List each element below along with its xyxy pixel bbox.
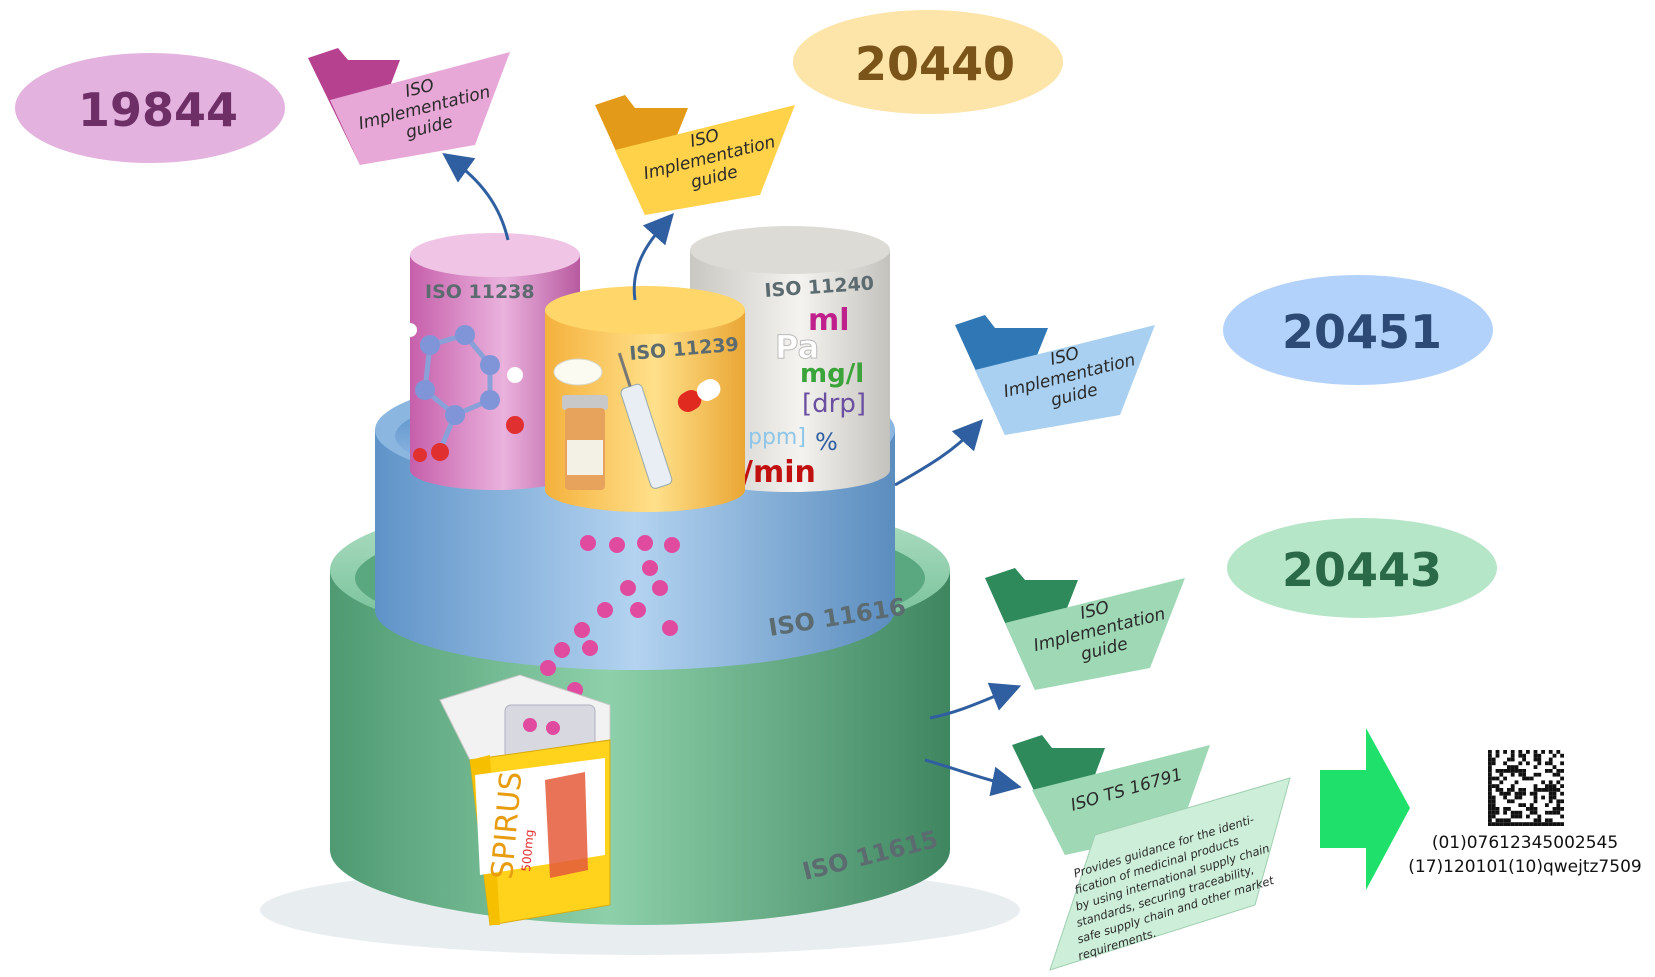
- bubble-20440-label: 20440: [855, 37, 1015, 91]
- bubble-20443: 20443: [1227, 518, 1497, 618]
- pills-stream: [540, 535, 680, 723]
- bubble-20443-label: 20443: [1282, 543, 1442, 597]
- big-arrow-icon: [1320, 728, 1410, 890]
- folder-green: ISO Implementation guide: [985, 568, 1185, 690]
- cylinder-iso-11239: ISO 11239: [545, 286, 745, 512]
- unit-percent: %: [815, 428, 838, 456]
- barcode-line-2: (17)120101(10)qwejtz7509: [1408, 857, 1641, 877]
- arrow-to-blue-folder: [894, 419, 984, 487]
- datamatrix-barcode-icon: [1488, 750, 1564, 826]
- folder-blue: ISO Implementation guide: [955, 315, 1155, 435]
- unit-ppm: ppm]: [748, 425, 806, 450]
- ts-description-card: [1049, 777, 1291, 971]
- unit-pa: Pa: [775, 328, 819, 366]
- vial-icon: [562, 395, 608, 490]
- arrow-to-yellow-folder: [632, 213, 674, 301]
- arrow-to-ts-folder: [924, 758, 1022, 797]
- bubble-19844: 19844: [15, 53, 285, 163]
- syringe-icon: [617, 352, 673, 489]
- bubble-20440: 20440: [793, 10, 1063, 114]
- unit-ml: ml: [808, 303, 850, 338]
- unit-mgl: mg/l: [800, 359, 864, 389]
- folder-pink: ISO Implementation guide: [308, 48, 510, 165]
- folder-iso-ts-16791: ISO TS 16791 Provides guidance for the i…: [1012, 735, 1291, 971]
- folder-yellow: ISO Implementation guide: [595, 95, 795, 215]
- arrow-to-green-folder: [929, 682, 1022, 720]
- flow-arrows: [442, 153, 1022, 797]
- unit-drp: [drp]: [802, 389, 866, 419]
- medicine-package: SPIRUS 500mg: [439, 674, 611, 926]
- molecule-icon: [403, 323, 524, 462]
- bubble-19844-label: 19844: [78, 83, 238, 137]
- tablet-icon: [553, 358, 603, 386]
- capsule-icon: [677, 379, 721, 412]
- arrow-to-pink-folder: [442, 153, 510, 241]
- cylinder-iso-11238: ISO 11238: [403, 233, 580, 490]
- label-iso-11238: ISO 11238: [425, 281, 535, 303]
- barcode-line-1: (01)07612345002545: [1432, 833, 1618, 853]
- unit-min: /min: [742, 455, 816, 490]
- package-dose: 500mg: [519, 829, 537, 872]
- bubble-20451-label: 20451: [1282, 305, 1442, 359]
- bubble-20451: 20451: [1223, 275, 1493, 385]
